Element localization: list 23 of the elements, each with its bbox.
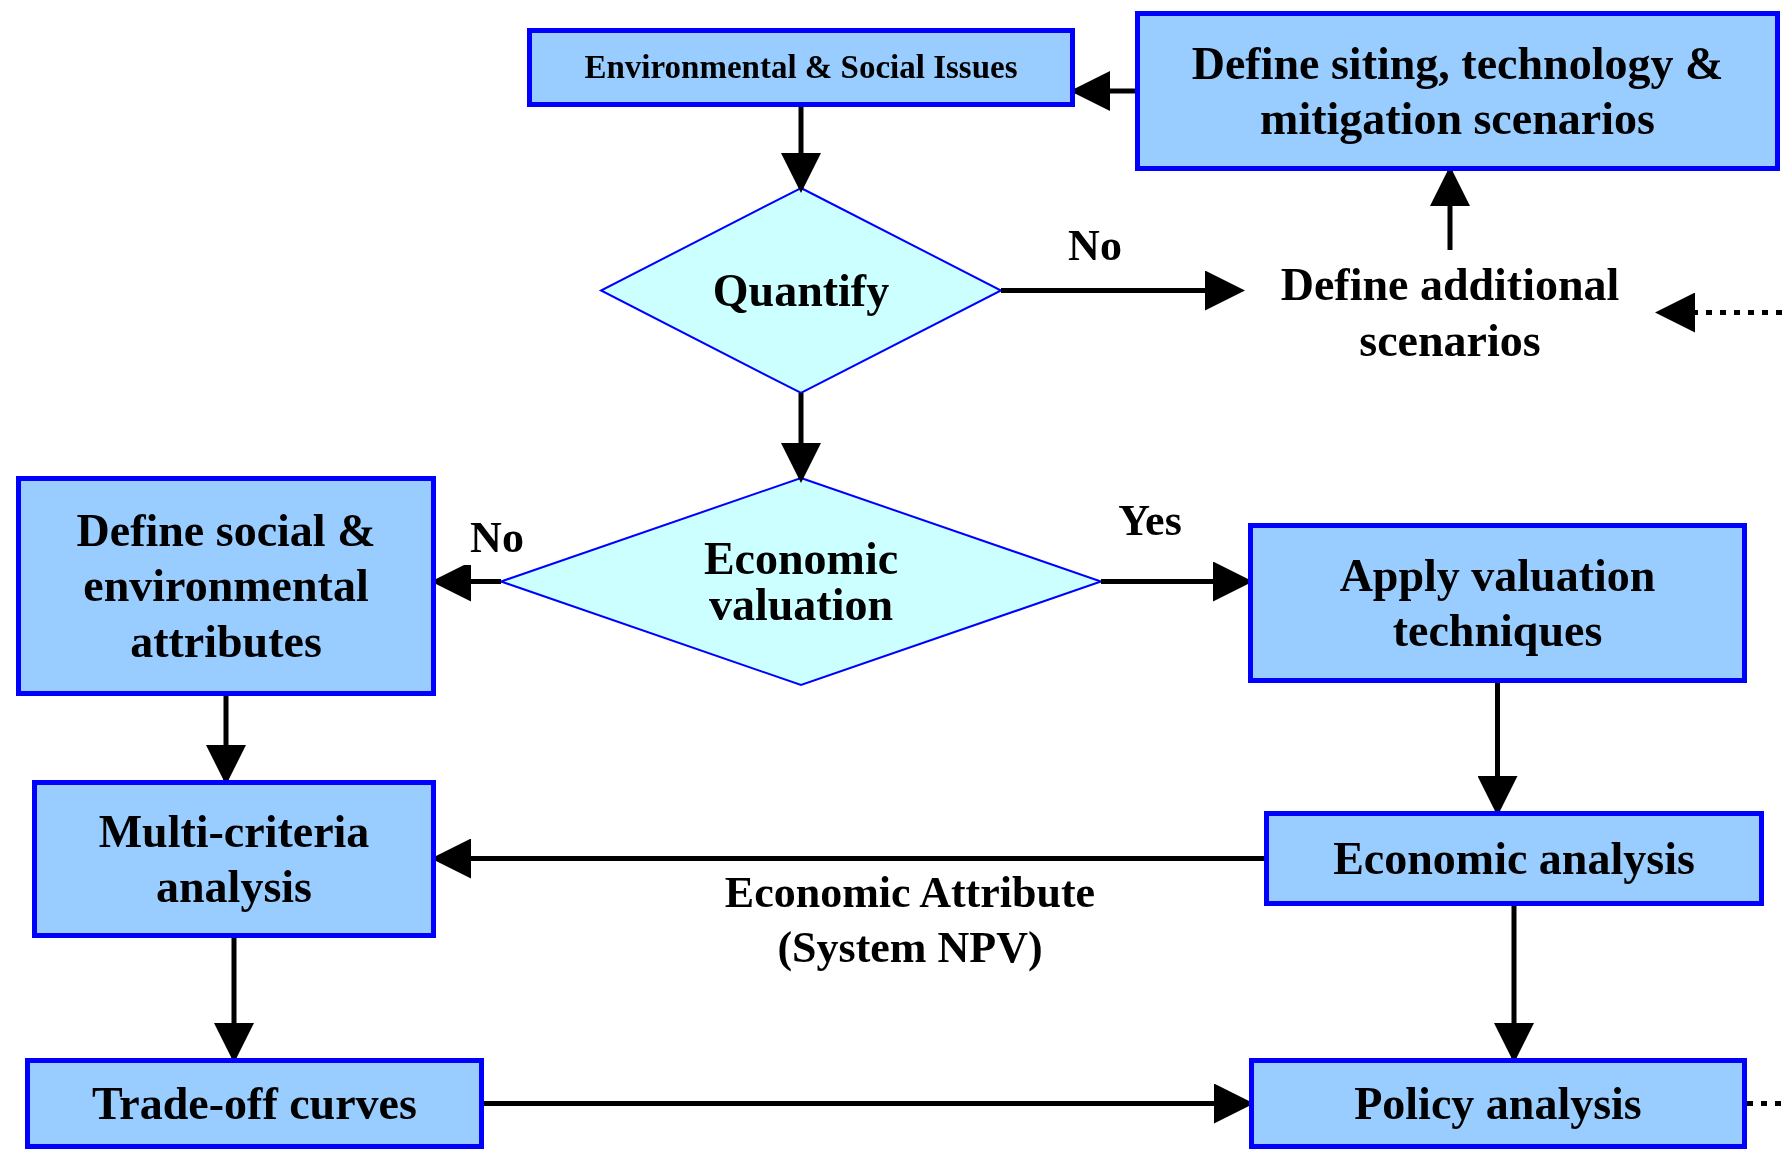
node-label: Define siting, technology & mitigation scenarios [1190, 36, 1725, 146]
arrow [781, 393, 821, 483]
node-label: Apply valuation techniques [1338, 548, 1657, 658]
arrow [1001, 270, 1245, 311]
process-box [1248, 523, 1747, 683]
node-label: Define additional scenarios [1279, 258, 1621, 368]
node-label: Define social & environmental attributes [75, 504, 377, 669]
dotted-arrow [1655, 292, 1782, 333]
process-box [527, 28, 1075, 107]
arrow [781, 107, 821, 193]
process-box [1264, 811, 1764, 906]
node-label: Policy analysis [1353, 1076, 1643, 1131]
node-label: Economic valuation [702, 535, 900, 628]
process-box [1249, 1058, 1747, 1149]
process-box [32, 780, 436, 938]
process-box [16, 476, 436, 696]
process-box [1135, 11, 1780, 171]
node-label: Economic analysis [1332, 831, 1696, 886]
node-label: Multi-criteria analysis [97, 804, 371, 914]
node-label: Trade-off curves [91, 1076, 418, 1131]
node-label: Quantify [712, 267, 890, 314]
process-box [25, 1058, 484, 1149]
node-label: Environmental & Social Issues [583, 47, 1019, 87]
